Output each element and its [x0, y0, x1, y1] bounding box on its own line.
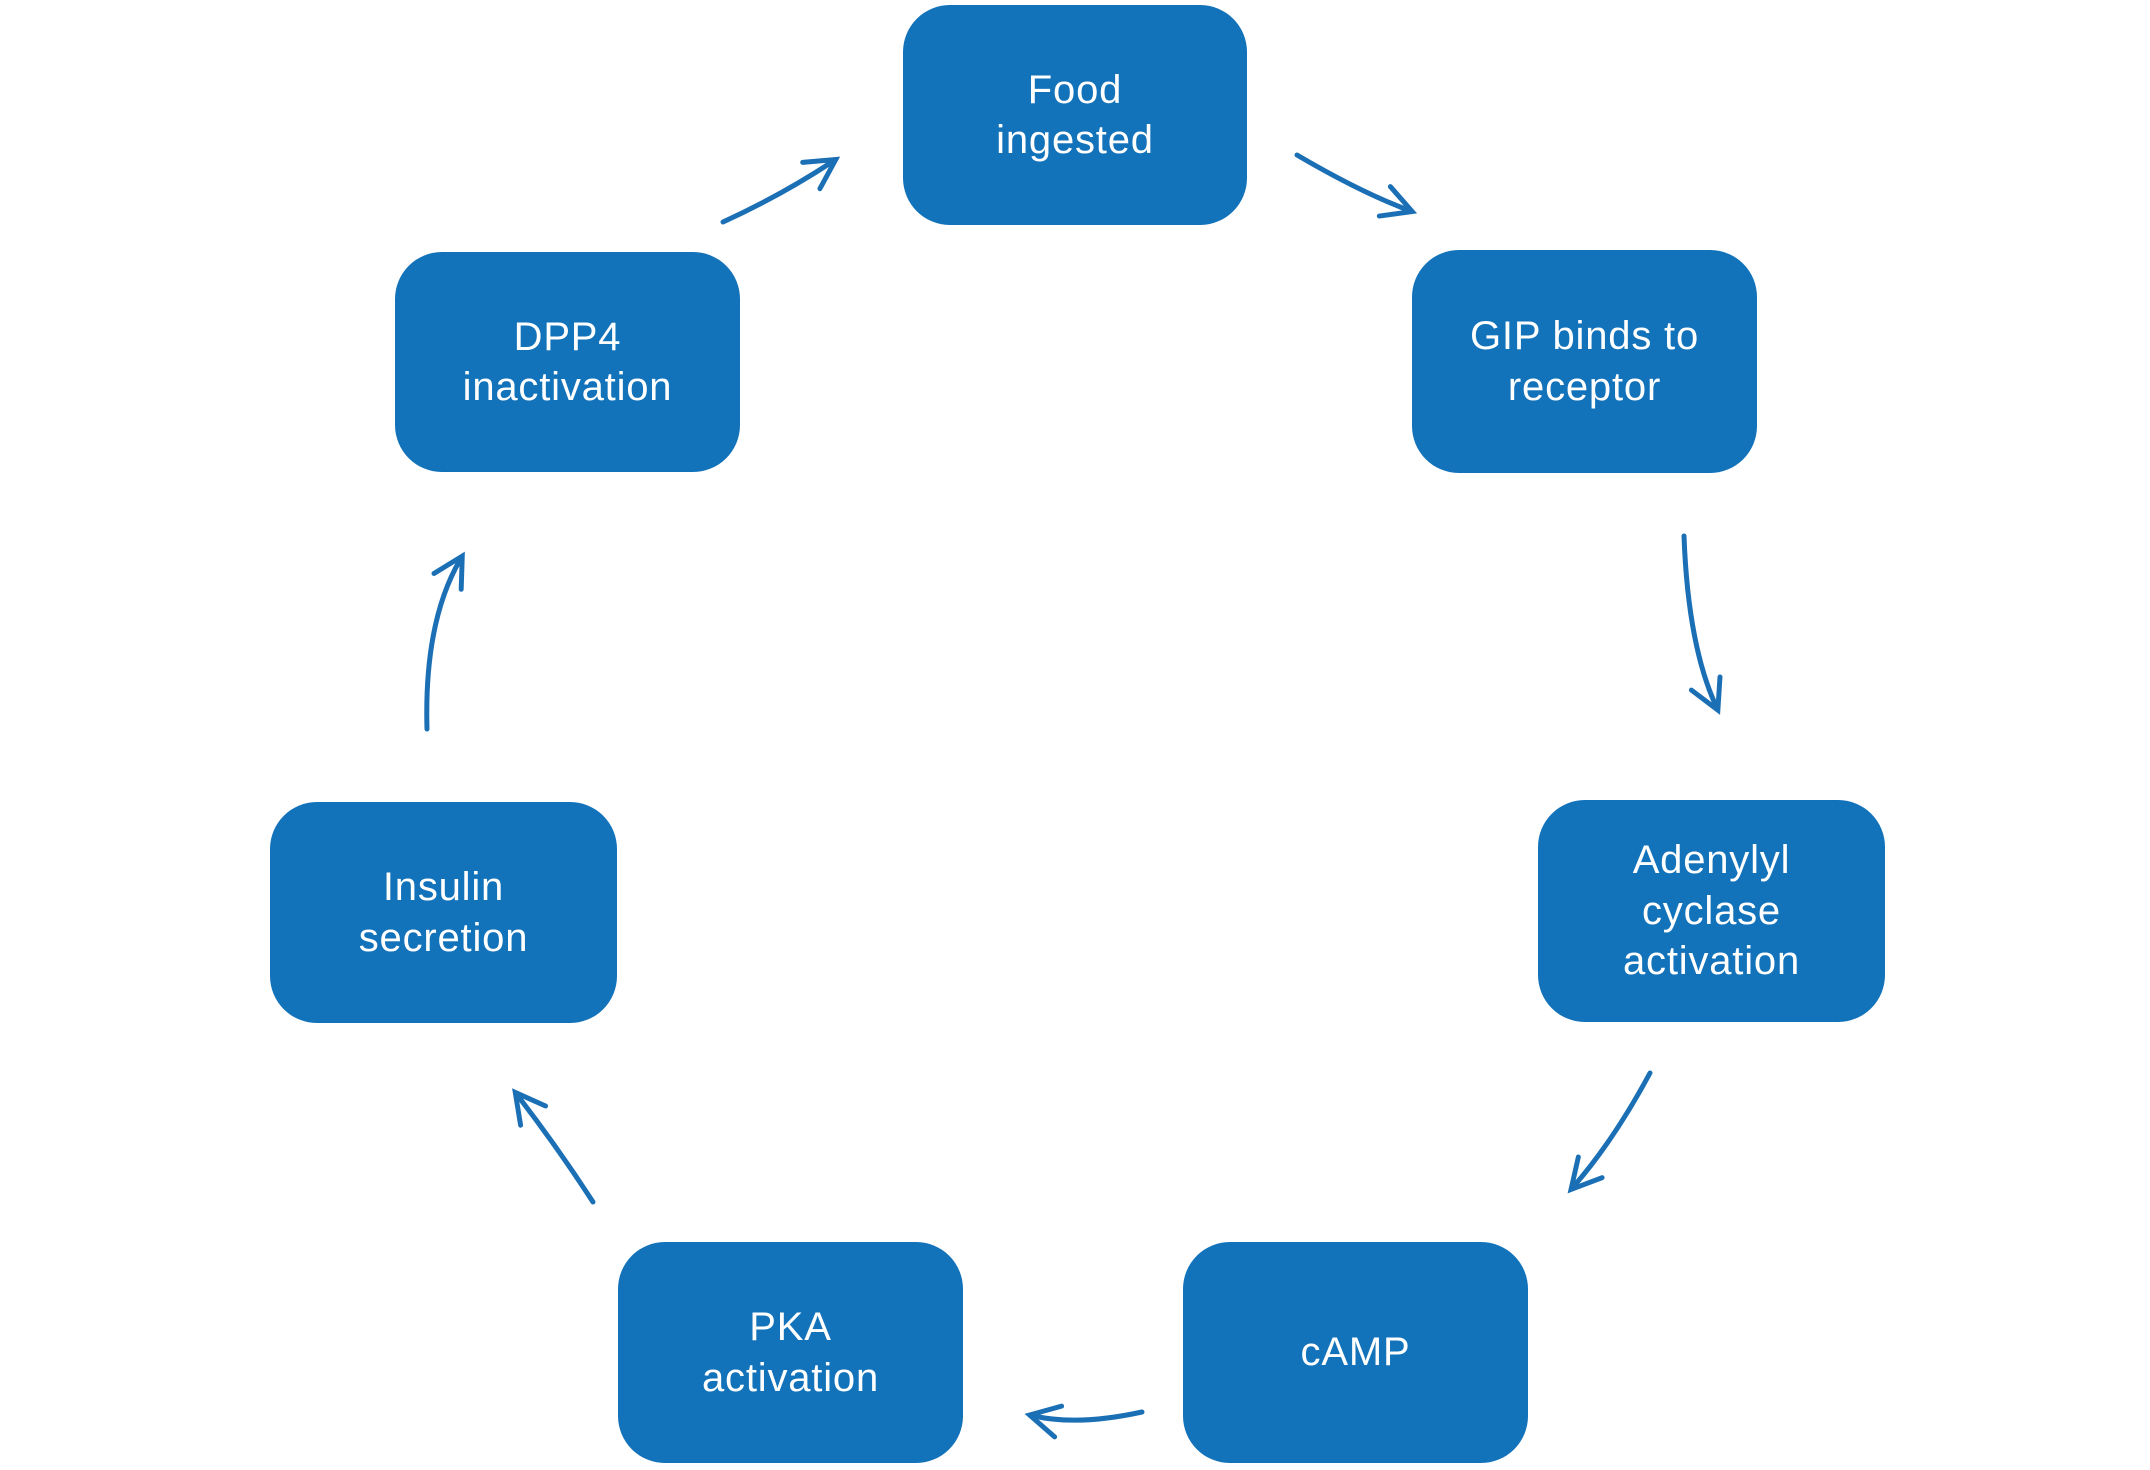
- node-gip-binds-to-receptor: GIP binds to receptor: [1412, 250, 1757, 473]
- node-camp-label: cAMP: [1300, 1330, 1411, 1375]
- node-pka-activation-label: PKA activation: [702, 1305, 879, 1400]
- node-insulin-secretion-label: Insulin secretion: [358, 865, 529, 960]
- arrow-food-to-gip: [1294, 152, 1418, 219]
- node-dpp4-inactivation: DPP4 inactivation: [395, 252, 740, 472]
- arrow-gip-to-adenylyl: [1681, 533, 1723, 715]
- arrow-pka-to-insulin: [512, 1088, 596, 1205]
- arrow-camp-to-pka: [1024, 1403, 1145, 1440]
- arrow-dpp4-to-food: [720, 156, 841, 225]
- node-food-ingested-label: Food ingested: [996, 67, 1154, 162]
- node-pka-activation: PKA activation: [618, 1242, 963, 1463]
- node-insulin-secretion: Insulin secretion: [270, 802, 617, 1023]
- node-camp: cAMP: [1183, 1242, 1528, 1463]
- arrow-adenylyl-to-camp: [1567, 1070, 1653, 1194]
- node-dpp4-inactivation-label: DPP4 inactivation: [462, 314, 673, 409]
- arrow-insulin-to-dpp4: [424, 551, 465, 732]
- node-adenylyl-cyclase-activation: Adenylyl cyclase activation: [1538, 800, 1885, 1022]
- node-food-ingested: Food ingested: [903, 5, 1247, 225]
- node-gip-binds-to-receptor-label: GIP binds to receptor: [1470, 314, 1699, 409]
- node-adenylyl-cyclase-activation-label: Adenylyl cyclase activation: [1623, 838, 1800, 984]
